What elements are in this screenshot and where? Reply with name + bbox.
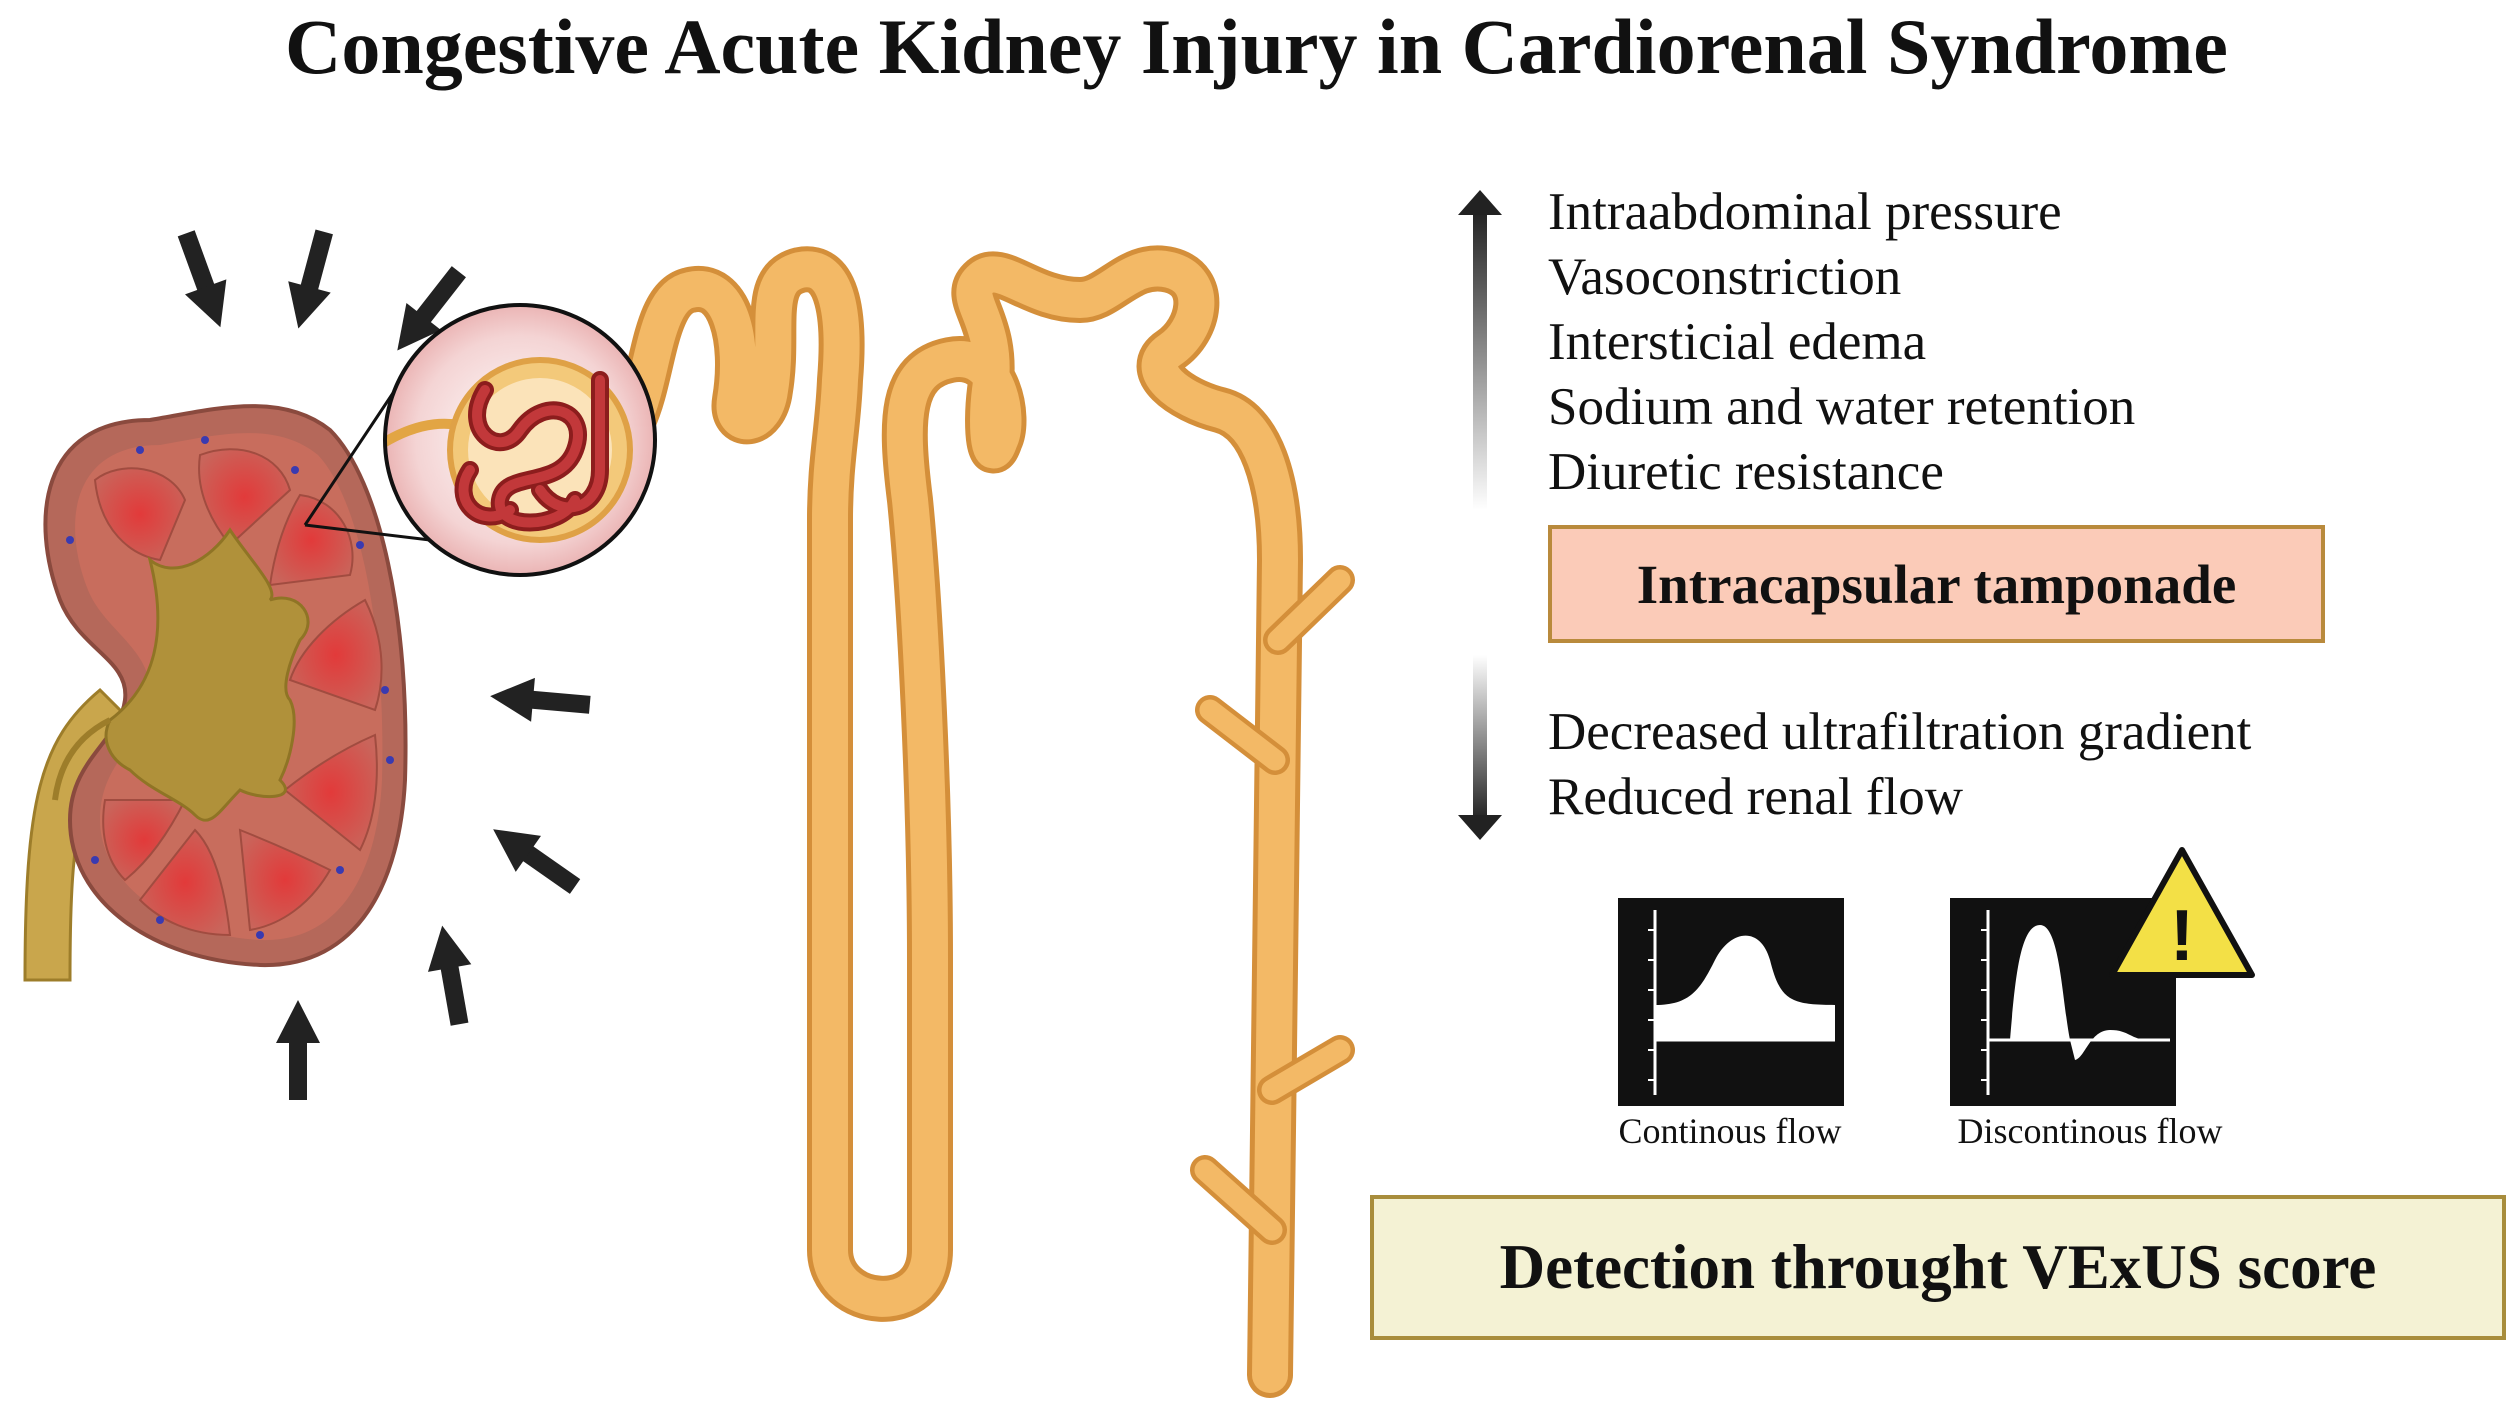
decrease-list: Decreased ultrafiltration gradient Reduc… — [1548, 700, 2251, 830]
compression-arrow-7-icon — [276, 1000, 320, 1100]
nephron-tubule — [577, 245, 1355, 1398]
compression-arrows — [177, 229, 591, 1100]
compression-arrow-5-icon — [493, 829, 581, 894]
discontinuous-flow-caption: Discontinous flow — [1957, 1111, 2223, 1151]
compression-arrow-1-icon — [177, 230, 227, 328]
decrease-item: Reduced renal flow — [1548, 768, 1963, 826]
increase-list: Intraabdominal pressure Vasoconstriction… — [1548, 180, 2135, 505]
compression-arrow-3-icon — [397, 266, 466, 351]
renal-pelvis — [104, 527, 310, 822]
continuous-flow-doppler — [1618, 898, 1844, 1106]
increase-arrow-icon — [1458, 190, 1502, 510]
compression-arrow-4-icon — [490, 677, 591, 722]
glomerulus-zoom — [383, 303, 657, 577]
kidney-cross-section — [23, 404, 408, 982]
kidney-vessel-dots — [66, 436, 394, 939]
renal-pyramids — [93, 448, 383, 937]
warning-exclamation: ! — [2170, 896, 2194, 976]
compression-arrow-6-icon — [427, 925, 472, 1026]
increase-item: Intersticial edema — [1548, 313, 1927, 371]
warning-icon: ! — [2109, 847, 2255, 978]
vexus-detection-box: Detection throught VExUS score — [1370, 1195, 2506, 1340]
intracapsular-tamponade-box: Intracapsular tamponade — [1548, 525, 2325, 643]
decrease-item: Decreased ultrafiltration gradient — [1548, 703, 2252, 761]
compression-arrow-2-icon — [288, 229, 333, 329]
increase-item: Diuretic resistance — [1548, 443, 1944, 501]
increase-item: Intraabdominal pressure — [1548, 183, 2062, 241]
increase-item: Vasoconstriction — [1548, 248, 1902, 306]
page-title: Congestive Acute Kidney Injury in Cardio… — [285, 3, 2228, 90]
decrease-arrow-icon — [1458, 655, 1502, 840]
continuous-flow-caption: Continous flow — [1618, 1111, 1842, 1151]
increase-item: Sodium and water retention — [1548, 378, 2136, 436]
